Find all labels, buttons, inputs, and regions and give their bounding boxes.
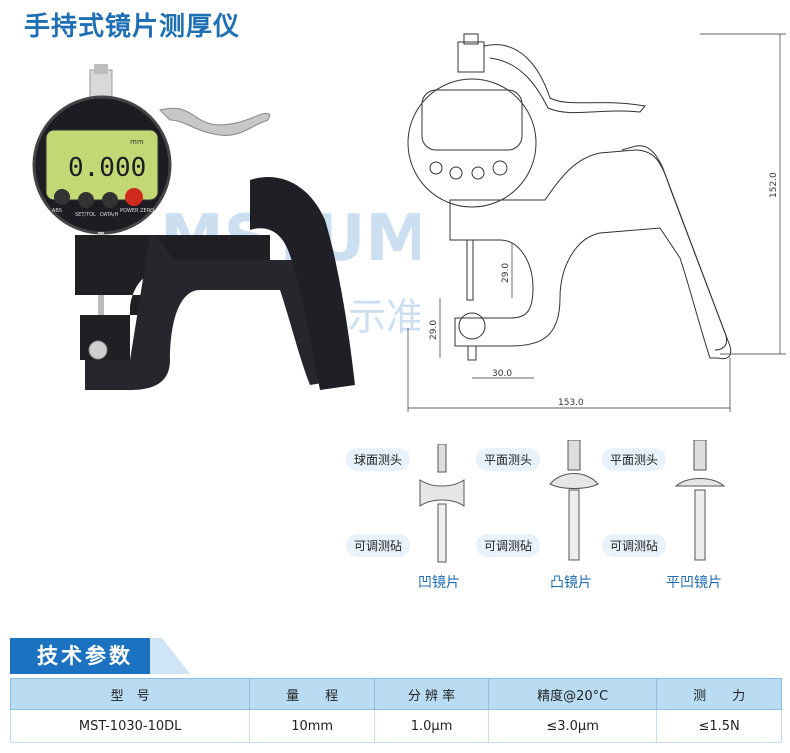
button-power-label: POWER ZERO xyxy=(120,208,154,214)
dim-offset: 30.0 xyxy=(492,369,512,379)
technical-drawing: 152.0 29.0 29.0 30.0 153.0 xyxy=(407,33,786,412)
lens-2-convex-icon xyxy=(549,440,599,561)
drawing-stem-cap xyxy=(463,33,479,45)
button-abs-icon xyxy=(54,189,70,205)
button-settol-label: SET/TOL xyxy=(75,212,96,218)
lens-3-name: 平凹镜片 xyxy=(666,575,722,591)
lens-3-anvil-label: 可调测砧 xyxy=(602,534,667,557)
drawing-dial xyxy=(407,78,537,208)
spec-header-resolution: 分 辨 率 xyxy=(374,678,490,710)
page-title: 手持式镜片测厚仪 xyxy=(24,12,241,42)
lever-shape xyxy=(159,107,271,136)
lens-1-anvil-label: 可调测砧 xyxy=(346,534,411,557)
anvil-screw-icon xyxy=(88,340,108,360)
button-power-icon xyxy=(125,188,143,206)
lens-1-concave-icon xyxy=(419,444,465,563)
spec-header-accuracy: 精度@20°C xyxy=(488,678,658,710)
top-cap xyxy=(94,64,108,74)
lens-1-probe-label: 球面测头 xyxy=(346,448,411,471)
drawing-btn-4-icon xyxy=(492,160,508,176)
spec-cell-range: 10mm xyxy=(249,709,376,743)
handle-grip xyxy=(250,176,355,390)
drawing-frame xyxy=(449,149,732,360)
drawing-lever xyxy=(483,44,646,114)
dim-anvil: 29.0 xyxy=(429,320,439,340)
drawing-stem xyxy=(457,41,485,73)
button-datah-icon xyxy=(102,192,118,208)
spec-header-model: 型 号 xyxy=(9,678,251,710)
lens-2-anvil-label: 可调测砧 xyxy=(476,534,541,557)
drawing-btn-3-icon xyxy=(471,166,485,180)
lens-3-plano-concave-icon xyxy=(674,440,726,561)
spec-cell-force: ≤1.5N xyxy=(656,709,782,743)
drawing-plunger xyxy=(466,239,474,301)
section-title-tail xyxy=(150,638,190,674)
device-photo: 0.000 mm ABS SET/TOL DATA/H POWER ZERO xyxy=(32,64,355,390)
spec-table-header: 型 号 量 程 分 辨 率 精度@20°C 测 力 xyxy=(9,678,782,710)
table-row: MST-1030-10DL 10mm 1.0μm ≤3.0μm ≤1.5N xyxy=(9,709,782,743)
drawing-anvil-knob xyxy=(458,312,486,340)
spec-header-range: 量 程 xyxy=(249,678,376,710)
dim-depth: 29.0 xyxy=(501,263,511,283)
lens-2-name: 凸镜片 xyxy=(550,575,592,591)
spec-cell-model: MST-1030-10DL xyxy=(9,709,251,743)
frame-handle xyxy=(85,235,340,390)
lcd-value: 0.000 xyxy=(68,153,146,183)
lens-1-name: 凹镜片 xyxy=(418,575,460,591)
spec-cell-resolution: 1.0μm xyxy=(374,709,490,743)
button-abs-label: ABS xyxy=(52,208,62,214)
drawing-lcd xyxy=(421,89,523,151)
lens-2-probe-label: 平面测头 xyxy=(476,448,541,471)
lens-3-probe-label: 平面测头 xyxy=(602,448,667,471)
drawing-btn-2-icon xyxy=(449,166,463,180)
button-datah-label: DATA/H xyxy=(100,212,119,218)
lcd-unit: mm xyxy=(130,138,144,146)
dim-width: 153.0 xyxy=(558,398,584,408)
spec-table: 型 号 量 程 分 辨 率 精度@20°C 测 力 MST-1030-10DL … xyxy=(9,678,782,743)
drawing-handle-edge xyxy=(621,145,728,351)
drawing-anvil-tip xyxy=(467,345,477,361)
button-settol-icon xyxy=(78,192,94,208)
dim-height: 152.0 xyxy=(769,172,779,198)
lens-diagrams: 球面测头 可调测砧 凹镜片 平面测头 可调测砧 凸镜片 平面测头 可调测砧 平凹… xyxy=(340,440,780,600)
spec-cell-accuracy: ≤3.0μm xyxy=(488,709,658,743)
drawing-btn-1-icon xyxy=(429,161,443,175)
spec-header-force: 测 力 xyxy=(656,678,782,710)
spec-section-title: 技术参数 xyxy=(10,638,160,674)
